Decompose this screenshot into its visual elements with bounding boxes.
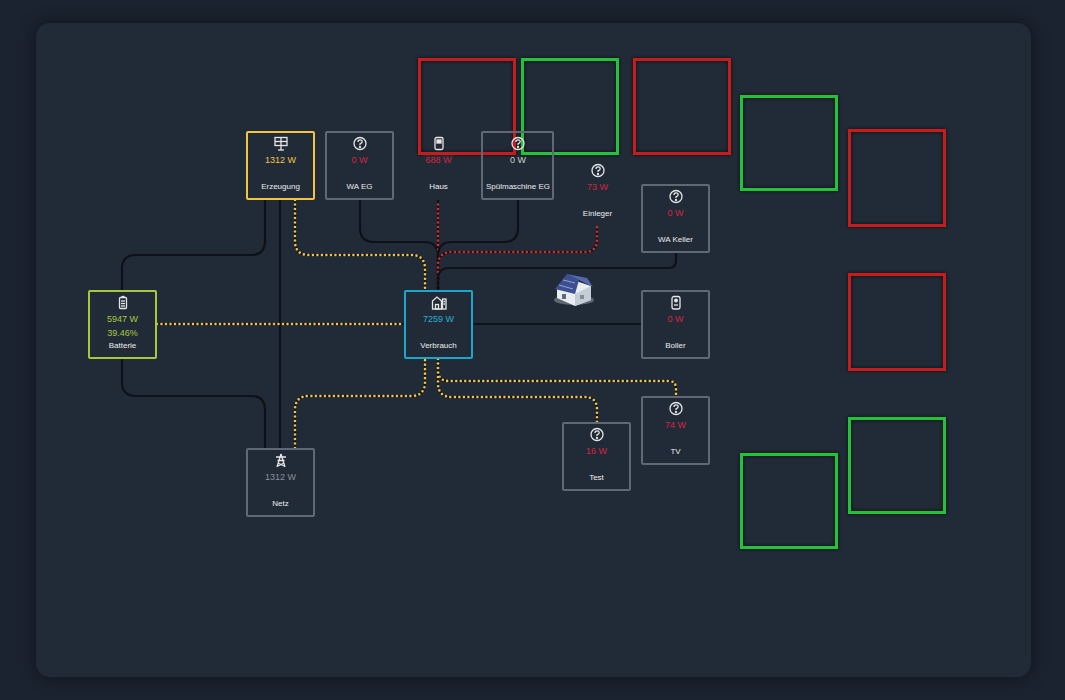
green-square bbox=[742, 97, 837, 190]
connector-line bbox=[438, 359, 597, 422]
node-label: Erzeugung bbox=[261, 181, 300, 192]
connector-line bbox=[438, 359, 676, 396]
flow-node: 5947 W 39.46%Batterie bbox=[88, 290, 157, 359]
node-value: 0 W bbox=[667, 208, 683, 219]
node-label: TV bbox=[670, 446, 680, 457]
red-square bbox=[420, 60, 515, 154]
flow-connector bbox=[438, 253, 676, 290]
flow-connector bbox=[438, 200, 518, 290]
node-value: 0 W bbox=[351, 155, 367, 166]
flow-node: 7259 W Verbrauch bbox=[404, 290, 473, 359]
flow-node: 0 W Boiler bbox=[641, 290, 710, 359]
home-icon bbox=[431, 295, 447, 310]
connector-line bbox=[122, 359, 265, 448]
flow-node: 688 W Haus bbox=[404, 131, 473, 200]
node-value: 74 W bbox=[665, 420, 686, 431]
node-label: Boiler bbox=[665, 340, 685, 351]
tower-icon bbox=[273, 453, 289, 468]
flow-connector bbox=[360, 200, 438, 290]
flow-connector bbox=[438, 227, 597, 290]
q-icon bbox=[589, 427, 605, 442]
solar-icon bbox=[273, 136, 289, 151]
node-label: Test bbox=[589, 472, 604, 483]
node-label: Einleger bbox=[581, 208, 614, 219]
q-icon bbox=[352, 136, 368, 151]
node-value: 0 W bbox=[510, 155, 526, 166]
green-square bbox=[742, 455, 837, 548]
card-panel bbox=[36, 23, 1031, 677]
battery-icon bbox=[115, 295, 131, 310]
node-label: Verbrauch bbox=[420, 340, 456, 351]
connector-line bbox=[438, 253, 676, 290]
flow-node: 16 W Test bbox=[562, 422, 631, 491]
red-square bbox=[850, 131, 945, 226]
connector-line bbox=[438, 200, 518, 290]
flow-node: 0 W WA EG bbox=[325, 131, 394, 200]
flow-node: 1312 W Erzeugung bbox=[246, 131, 315, 200]
flow-connector bbox=[157, 324, 404, 325]
house-illustration bbox=[554, 274, 594, 306]
flow-node: 74 W TV bbox=[641, 396, 710, 465]
flow-connector bbox=[473, 324, 641, 325]
q-icon bbox=[668, 401, 684, 416]
node-value: 16 W bbox=[586, 446, 607, 457]
node-value: 73 W bbox=[585, 182, 610, 193]
flow-connector bbox=[295, 359, 425, 448]
red-square bbox=[635, 60, 730, 154]
node-label: WA EG bbox=[347, 181, 373, 192]
flow-connector bbox=[438, 359, 676, 396]
flow-connector bbox=[122, 359, 265, 448]
node-label: Netz bbox=[272, 498, 288, 509]
flow-node: 1312 W Netz bbox=[246, 448, 315, 517]
connector-line bbox=[473, 323, 641, 325]
q-icon bbox=[590, 163, 606, 178]
flow-connector bbox=[122, 200, 265, 290]
red-square bbox=[850, 275, 945, 370]
flow-node: 0 W Spülmaschine EG bbox=[481, 131, 554, 200]
plug-icon bbox=[431, 136, 447, 151]
flow-connector bbox=[438, 359, 597, 422]
connector-line bbox=[438, 227, 597, 290]
connector-line bbox=[122, 200, 265, 290]
node-label: Spülmaschine EG bbox=[486, 181, 550, 192]
node-value: 0 W bbox=[667, 314, 683, 325]
flow-dots bbox=[438, 227, 597, 290]
node-label: Batterie bbox=[109, 340, 137, 351]
node-value: 1312 W bbox=[265, 472, 296, 483]
node-value: 1312 W bbox=[265, 155, 296, 166]
node-label: Haus bbox=[427, 181, 450, 192]
node-value: 5947 W bbox=[107, 314, 138, 325]
connector-line bbox=[360, 200, 438, 290]
node-value: 688 W bbox=[423, 155, 453, 166]
green-square bbox=[850, 419, 945, 513]
flow-dots bbox=[438, 359, 676, 396]
connector-line bbox=[295, 359, 425, 448]
flow-dots bbox=[295, 359, 425, 448]
node-label: WA Keller bbox=[658, 234, 693, 245]
node-value: 39.46% bbox=[107, 328, 138, 339]
flow-node: 0 W WA Keller bbox=[641, 184, 710, 253]
flow-node: 73 W Einleger bbox=[563, 158, 632, 227]
q-icon bbox=[510, 136, 526, 151]
connector-line bbox=[157, 323, 404, 325]
q-icon bbox=[668, 189, 684, 204]
flow-dots bbox=[157, 323, 404, 326]
flow-dots bbox=[438, 359, 597, 422]
green-square bbox=[523, 60, 618, 154]
boiler-icon bbox=[668, 295, 684, 310]
node-value: 7259 W bbox=[423, 314, 454, 325]
